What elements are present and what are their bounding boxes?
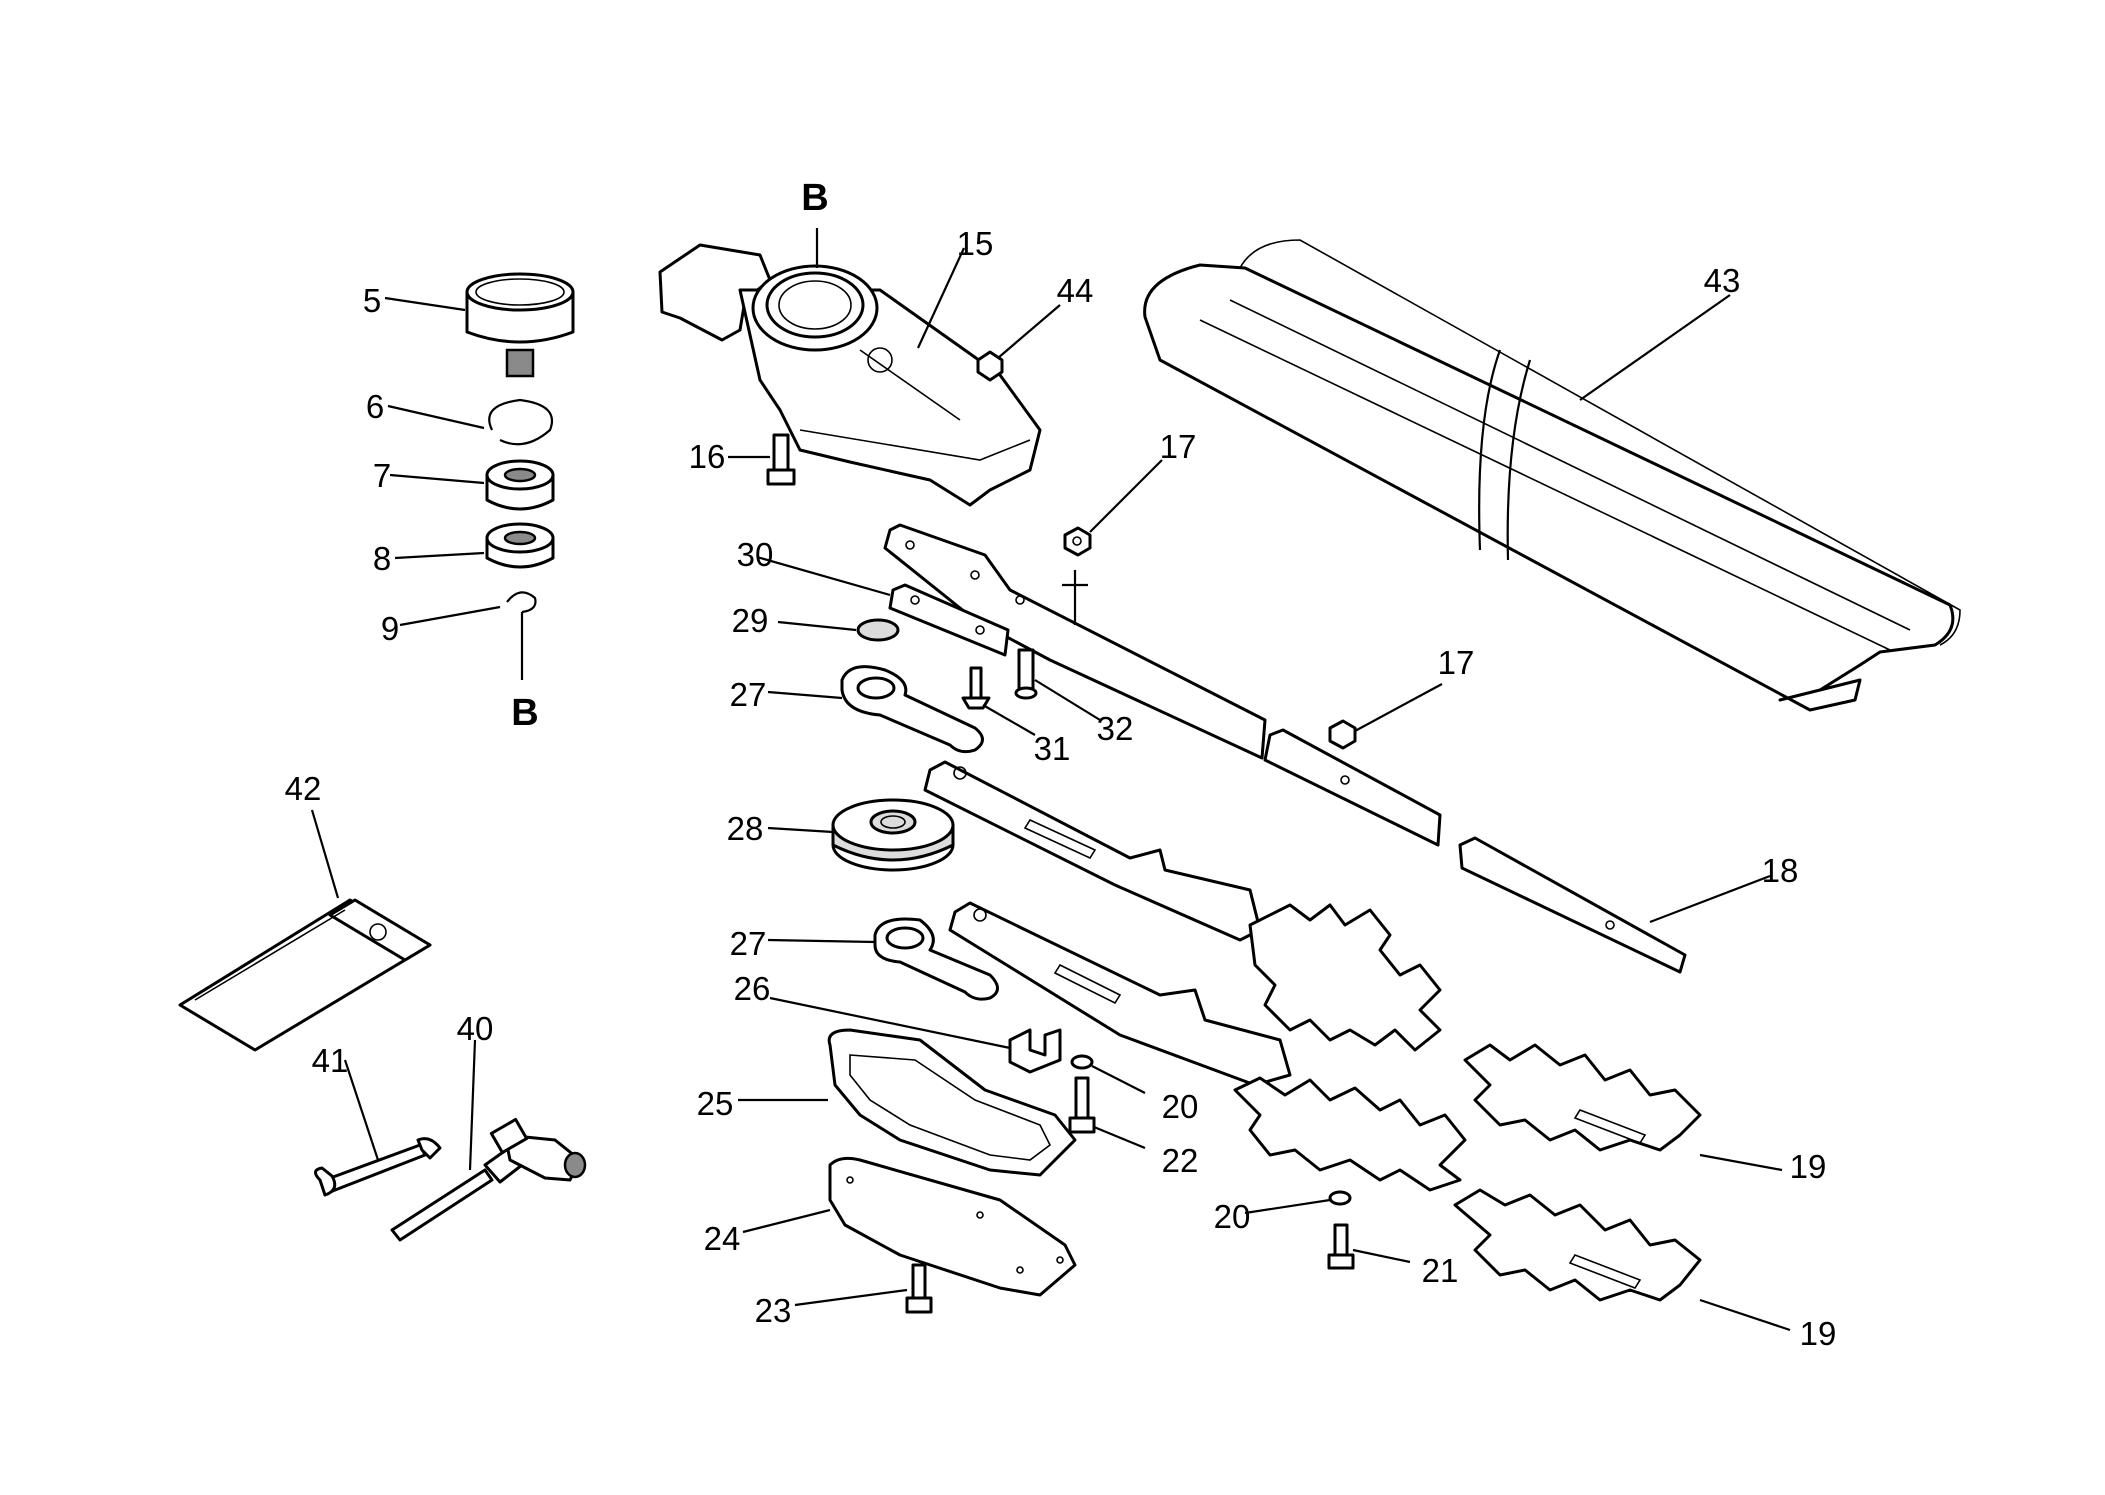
label-27-upper: 27 xyxy=(730,676,767,713)
part-32-bolt xyxy=(1014,648,1038,700)
part-41-wrench xyxy=(314,1137,442,1197)
part-28-gear xyxy=(831,798,955,872)
part-23-bolt xyxy=(905,1263,933,1314)
part-26-clip xyxy=(1008,1028,1062,1074)
part-19-blade-upper xyxy=(1248,903,1442,1052)
part-7-bearing xyxy=(485,459,555,511)
part-16-bolt xyxy=(766,433,796,486)
label-28: 28 xyxy=(727,810,764,847)
part-30-spacer-plate xyxy=(888,583,1010,657)
label-43: 43 xyxy=(1704,262,1741,299)
label-20-lower: 20 xyxy=(1214,1198,1251,1235)
label-17-lower: 17 xyxy=(1438,644,1475,681)
part-21-bolt xyxy=(1327,1223,1355,1270)
label-16: 16 xyxy=(689,438,726,475)
label-42: 42 xyxy=(285,770,322,807)
label-19-upper: 19 xyxy=(1790,1148,1827,1185)
part-27-rod-upper xyxy=(840,665,984,754)
part-19-blade-middle xyxy=(1233,1076,1467,1192)
label-19-lower: 19 xyxy=(1800,1315,1837,1352)
label-41: 41 xyxy=(312,1042,349,1079)
part-17-nut-lower xyxy=(1328,719,1357,750)
label-8: 8 xyxy=(373,540,391,577)
part-15-gear-case xyxy=(658,243,1042,507)
label-25: 25 xyxy=(697,1085,734,1122)
part-27-rod-lower xyxy=(873,917,999,1001)
label-24: 24 xyxy=(704,1220,741,1257)
part-30-upper-plate xyxy=(883,523,1267,760)
label-40: 40 xyxy=(457,1010,494,1047)
label-30: 30 xyxy=(737,536,774,573)
part-29-washer xyxy=(856,618,900,642)
part-40-socket-wrench xyxy=(390,1117,587,1242)
label-23: 23 xyxy=(755,1292,792,1329)
label-B-bottom: B xyxy=(511,692,538,734)
part-24-cover-plate xyxy=(828,1156,1077,1297)
part-20-washer-lower xyxy=(1328,1190,1352,1206)
part-17-nut-upper xyxy=(1063,526,1092,557)
label-20-upper: 20 xyxy=(1162,1088,1199,1125)
label-29: 29 xyxy=(732,602,769,639)
part-43-blade-cover xyxy=(1143,239,1961,712)
part-19-blade-right xyxy=(1463,1043,1702,1152)
part-31-screw xyxy=(961,666,991,710)
part-6-snap-ring xyxy=(488,398,553,446)
label-44: 44 xyxy=(1057,272,1094,309)
label-27-lower: 27 xyxy=(730,925,767,962)
part-20-washer-upper xyxy=(1070,1054,1094,1070)
label-21: 21 xyxy=(1422,1252,1459,1289)
label-26: 26 xyxy=(734,970,771,1007)
part-30-plate-segment xyxy=(1263,728,1442,847)
part-blade-arm-lower xyxy=(948,901,1292,1087)
label-22: 22 xyxy=(1162,1142,1199,1179)
part-42-tool-pouch xyxy=(178,898,432,1052)
label-18: 18 xyxy=(1762,852,1799,889)
part-blade-arm-upper xyxy=(923,760,1262,942)
label-32: 32 xyxy=(1097,710,1134,747)
part-5-clutch-drum xyxy=(465,272,575,378)
label-B-top: B xyxy=(801,177,828,219)
part-22-bolt xyxy=(1068,1076,1096,1134)
label-5: 5 xyxy=(363,282,381,319)
label-15: 15 xyxy=(957,225,994,262)
callout-labels: B B 5 6 7 8 9 15 16 17 17 18 19 19 20 20… xyxy=(285,177,1837,1352)
part-44-nut xyxy=(976,350,1004,382)
part-9-e-ring xyxy=(506,591,537,614)
label-6: 6 xyxy=(366,388,384,425)
label-17-upper: 17 xyxy=(1160,428,1197,465)
part-8-bearing xyxy=(485,522,555,569)
label-31: 31 xyxy=(1034,730,1071,767)
label-9: 9 xyxy=(381,610,399,647)
part-25-gasket xyxy=(827,1028,1077,1177)
part-18-blade-guide xyxy=(1458,836,1687,974)
label-7: 7 xyxy=(373,457,391,494)
part-19-blade-bottom xyxy=(1453,1188,1702,1302)
